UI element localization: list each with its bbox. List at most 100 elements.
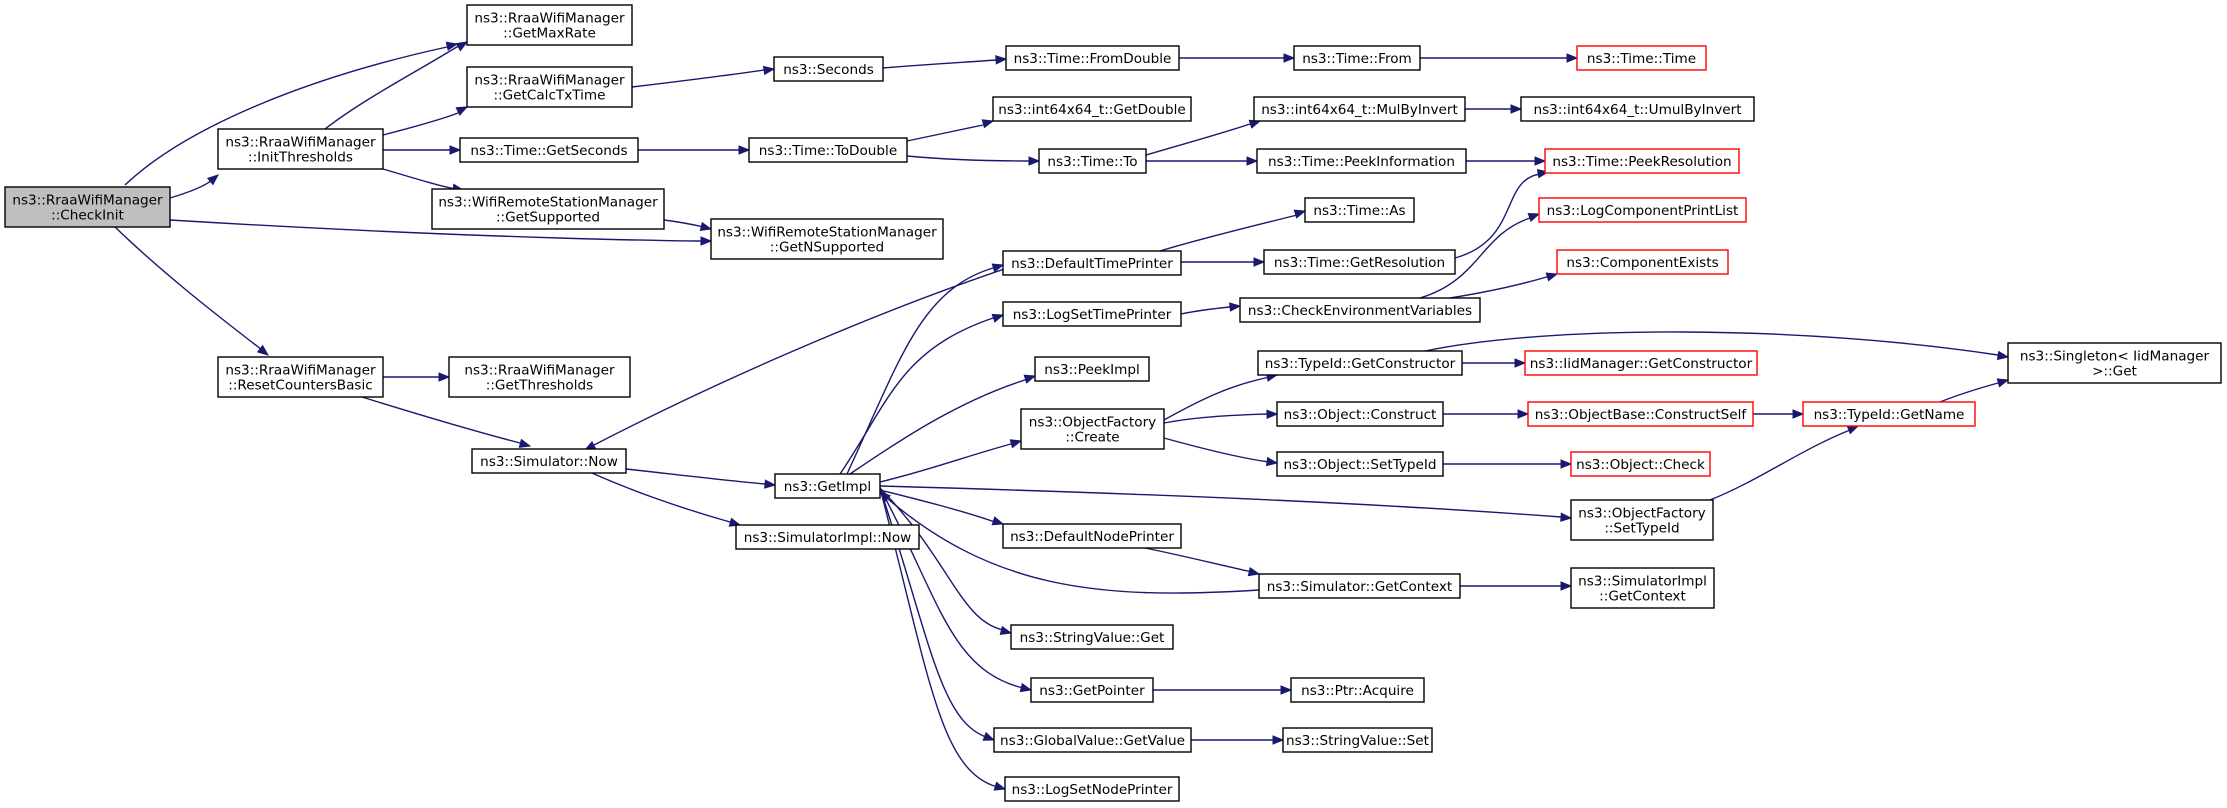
node-object-settypeid[interactable]: ns3::Object::SetTypeId — [1276, 451, 1444, 477]
node-getpointer[interactable]: ns3::GetPointer — [1030, 677, 1154, 703]
node-label: ::GetMaxRate — [503, 26, 596, 42]
node-getmaxrate[interactable]: ns3::RraaWifiManager::GetMaxRate — [466, 4, 633, 46]
node-box — [1253, 96, 1466, 122]
node-logcomponentprintlist[interactable]: ns3::LogComponentPrintList — [1538, 197, 1747, 223]
node-objectfactory-create[interactable]: ns3::ObjectFactory::Create — [1020, 408, 1165, 450]
edge-line — [1709, 429, 1851, 501]
node-time-time[interactable]: ns3::Time::Time — [1576, 45, 1707, 71]
node-time-todouble[interactable]: ns3::Time::ToDouble — [748, 137, 908, 163]
node-simulatorimpl-getcontext[interactable]: ns3::SimulatorImpl::GetContext — [1570, 567, 1715, 609]
arrowhead-icon — [999, 625, 1013, 635]
node-logsettimeprinter[interactable]: ns3::LogSetTimePrinter — [1002, 301, 1182, 327]
edge-line — [906, 124, 984, 142]
node-typeid-getconstructor[interactable]: ns3::TypeId::GetConstructor — [1257, 350, 1463, 376]
call-edge — [879, 485, 1573, 522]
node-getnsupported[interactable]: ns3::WifiRemoteStationManager::GetNSuppo… — [710, 218, 944, 260]
node-objectfactory-settypeid[interactable]: ns3::ObjectFactory::SetTypeId — [1570, 499, 1714, 541]
edge-line — [591, 472, 731, 523]
node-simulator-getcontext[interactable]: ns3::Simulator::GetContext — [1258, 573, 1461, 599]
node-int64-mulbyinvert[interactable]: ns3::int64x64_t::MulByInvert — [1253, 96, 1466, 122]
node-globalvalue-getvalue[interactable]: ns3::GlobalValue::GetValue — [993, 727, 1192, 753]
node-object-check[interactable]: ns3::Object::Check — [1570, 451, 1711, 477]
node-typeid-getname[interactable]: ns3::TypeId::GetName — [1802, 401, 1976, 427]
node-label: ns3::Time::From — [1302, 51, 1412, 67]
node-defaulttimeprinter[interactable]: ns3::DefaultTimePrinter — [1002, 250, 1182, 276]
edge-line — [879, 487, 1004, 631]
node-label: ns3::int64x64_t::UmulByInvert — [1533, 102, 1741, 118]
node-box — [992, 96, 1192, 122]
node-time-peekinformation[interactable]: ns3::Time::PeekInformation — [1256, 148, 1467, 174]
node-logsetnodeprinter[interactable]: ns3::LogSetNodePrinter — [1004, 776, 1180, 802]
node-stringvalue-get[interactable]: ns3::StringValue::Get — [1010, 624, 1174, 650]
call-edge — [1466, 156, 1547, 166]
node-getthresholds[interactable]: ns3::RraaWifiManager::GetThresholds — [448, 356, 631, 398]
node-box — [1257, 350, 1463, 376]
node-singleton-get[interactable]: ns3::Singleton< IidManager >::Get — [2007, 342, 2222, 384]
arrowhead-icon — [1527, 213, 1541, 222]
node-peekimpl[interactable]: ns3::PeekImpl — [1034, 356, 1150, 382]
node-int64-umulbyinvert[interactable]: ns3::int64x64_t::UmulByInvert — [1520, 96, 1755, 122]
node-getsupported[interactable]: ns3::WifiRemoteStationManager::GetSuppor… — [431, 188, 665, 230]
node-label: ns3::TypeId::GetConstructor — [1265, 356, 1456, 372]
call-edge — [882, 55, 1008, 69]
call-edge — [1420, 53, 1579, 63]
arrowhead-icon — [700, 236, 713, 246]
node-simulatorimpl-now[interactable]: ns3::SimulatorImpl::Now — [735, 524, 920, 550]
edge-line — [882, 59, 997, 69]
edge-line — [625, 468, 766, 485]
node-box — [2007, 342, 2222, 384]
node-time-fromdouble[interactable]: ns3::Time::FromDouble — [1005, 45, 1180, 71]
node-label: ::GetNSupported — [770, 240, 884, 256]
node-stringvalue-set[interactable]: ns3::StringValue::Set — [1282, 727, 1433, 753]
node-time-to[interactable]: ns3::Time::To — [1038, 148, 1147, 174]
node-box — [1002, 250, 1182, 276]
call-edge — [1163, 372, 1279, 421]
arrowhead-icon — [455, 106, 469, 116]
node-time-getseconds[interactable]: ns3::Time::GetSeconds — [459, 137, 639, 163]
arrowhead-icon — [1545, 272, 1559, 282]
node-label: ns3::RraaWifiManager — [12, 193, 163, 209]
node-getcalctxtime[interactable]: ns3::RraaWifiManager::GetCalcTxTime — [466, 66, 633, 108]
node-defaultnodeprinter[interactable]: ns3::DefaultNodePrinter — [1002, 523, 1182, 549]
node-label: ns3::WifiRemoteStationManager — [717, 225, 937, 241]
edge-line — [593, 250, 1061, 446]
node-label: ns3::Ptr::Acquire — [1301, 683, 1414, 699]
node-label: ns3::TypeId::GetName — [1814, 407, 1965, 423]
node-box — [993, 727, 1192, 753]
node-int64-getdouble[interactable]: ns3::int64x64_t::GetDouble — [992, 96, 1192, 122]
node-checkinit[interactable]: ns3::RraaWifiManager::CheckInit — [4, 186, 171, 228]
edge-line — [1163, 413, 1268, 424]
node-simulator-now[interactable]: ns3::Simulator::Now — [471, 448, 627, 474]
edge-line — [631, 69, 765, 88]
node-seconds[interactable]: ns3::Seconds — [773, 56, 884, 82]
node-time-from[interactable]: ns3::Time::From — [1293, 45, 1421, 71]
edge-line — [906, 155, 1030, 162]
arrowhead-icon — [256, 344, 270, 356]
node-componentexists[interactable]: ns3::ComponentExists — [1556, 249, 1729, 275]
node-ptr-acquire[interactable]: ns3::Ptr::Acquire — [1290, 677, 1425, 703]
node-time-as[interactable]: ns3::Time::As — [1304, 197, 1415, 223]
call-edge — [1163, 409, 1279, 424]
node-time-peekresolution[interactable]: ns3::Time::PeekResolution — [1544, 148, 1740, 174]
node-iidmanager-getconstructor[interactable]: ns3::IidManager::GetConstructor — [1524, 350, 1758, 376]
node-box — [1576, 45, 1707, 71]
node-resetcountersbasic[interactable]: ns3::RraaWifiManager::ResetCountersBasic — [217, 356, 384, 398]
call-edge — [1159, 209, 1307, 252]
node-box — [1527, 401, 1754, 427]
arrowhead-icon — [1792, 409, 1805, 419]
arrowhead-icon — [728, 517, 742, 527]
arrowhead-icon — [1566, 53, 1579, 63]
node-box — [1802, 401, 1976, 427]
node-getimpl[interactable]: ns3::GetImpl — [774, 473, 881, 499]
node-initthresholds[interactable]: ns3::RraaWifiManager::InitThresholds — [217, 128, 384, 170]
node-objectbase-constructself[interactable]: ns3::ObjectBase::ConstructSelf — [1527, 401, 1754, 427]
call-edge — [1146, 156, 1259, 166]
node-box — [1524, 350, 1758, 376]
node-object-construct[interactable]: ns3::Object::Construct — [1276, 401, 1444, 427]
node-time-getresolution[interactable]: ns3::Time::GetResolution — [1263, 249, 1456, 275]
arrowhead-icon — [449, 145, 462, 155]
node-checkenvvars[interactable]: ns3::CheckEnvironmentVariables — [1239, 297, 1481, 323]
node-box — [1010, 624, 1174, 650]
call-edge — [1709, 425, 1860, 501]
arrowhead-icon — [1253, 257, 1266, 267]
